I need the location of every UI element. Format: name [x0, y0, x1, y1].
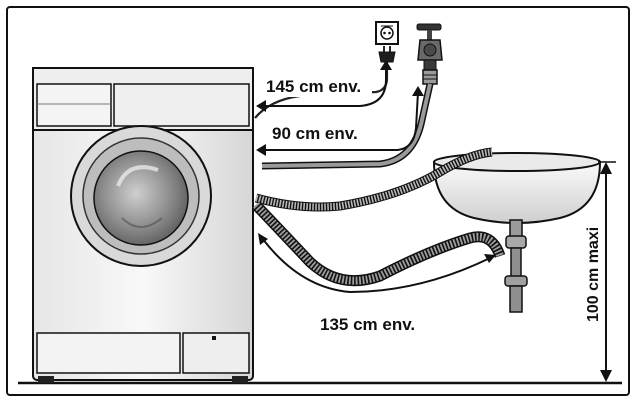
detergent-drawer — [36, 83, 112, 127]
porthole-glass — [93, 150, 189, 246]
washing-machine — [32, 67, 254, 383]
drain-hose-distance-label: 135 cm env. — [320, 315, 415, 334]
drain-distance-arrow — [261, 237, 491, 294]
tap-distance-label: 90 cm env. — [272, 124, 358, 143]
height-dimension — [598, 161, 616, 382]
plug-icon — [378, 46, 396, 63]
power-socket-icon — [375, 21, 399, 45]
socket-distance-label: 145 cm env. — [266, 77, 361, 96]
control-panel — [113, 83, 250, 127]
socket-distance-arrow — [259, 66, 387, 107]
tap-distance-arrow — [259, 91, 419, 151]
service-hatch — [36, 332, 181, 374]
max-height-label: 100 cm maxi — [585, 227, 602, 322]
water-tap-icon — [416, 23, 443, 85]
sink — [432, 152, 602, 313]
